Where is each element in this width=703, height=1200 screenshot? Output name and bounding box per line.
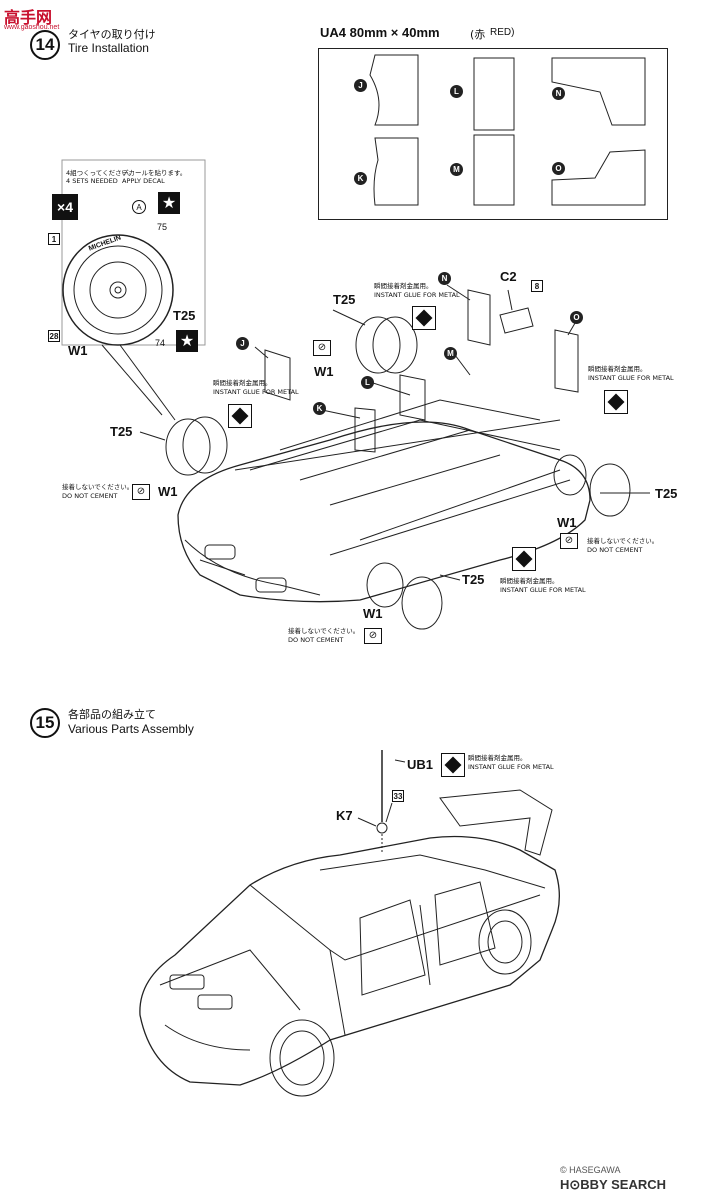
label-t25-front-right: T25	[462, 572, 485, 587]
nocement-jp-front-right: 接着しないでください。	[288, 627, 360, 635]
step-14-title-en: Tire Installation	[68, 41, 149, 55]
decal-letter-k: K	[354, 172, 367, 185]
no-cement-icon: ⊘	[132, 484, 150, 500]
tire-part-28: 28	[48, 330, 60, 342]
step-14-number: 14	[30, 30, 60, 60]
decal-shape-j	[369, 54, 419, 126]
watermark-logo: 高手网	[4, 8, 53, 27]
star-icon: ★	[158, 192, 180, 214]
label-ub1: UB1	[407, 757, 434, 772]
no-cement-icon: ⊘	[364, 628, 382, 644]
glue-note-en-j: INSTANT GLUE FOR METAL	[213, 388, 299, 396]
glue-note-en-n: INSTANT GLUE FOR METAL	[374, 291, 460, 299]
glue-note-en-ub1: INSTANT GLUE FOR METAL	[468, 763, 554, 771]
tire-detail-t25: T25	[173, 308, 196, 323]
decal-shape-m	[473, 134, 515, 206]
tire-decal-en: APPLY DECAL	[122, 177, 165, 185]
label-t25-front-left: T25	[110, 424, 133, 439]
no-cement-icon: ⊘	[560, 533, 578, 549]
glue-icon	[441, 753, 465, 777]
decal-shape-k	[373, 137, 419, 206]
glue-note-jp-o: 瞬間接着剤金属用。	[588, 365, 647, 373]
decal-letter-l: L	[450, 85, 463, 98]
nocement-en-rear-right: DO NOT CEMENT	[587, 546, 643, 554]
decal-letter-m: M	[450, 163, 463, 176]
step-15-title-jp: 各部品の組み立て	[68, 708, 156, 721]
label-w1-rear-left: W1	[314, 364, 334, 379]
tire-decal-jp: デカールを貼ります。	[122, 169, 187, 177]
decal-letter-j: J	[354, 79, 367, 92]
glue-icon	[604, 390, 628, 414]
label-o: O	[570, 311, 583, 324]
label-w1-rear-right: W1	[557, 515, 577, 530]
hobby-search-logo: H⊙BBY SEARCH	[560, 1177, 666, 1192]
label-k7: K7	[336, 808, 353, 823]
decal-letter-n: N	[552, 87, 565, 100]
step-14-title-jp: タイヤの取り付け	[68, 28, 156, 41]
glue-icon	[512, 547, 536, 571]
tire-num-74: 74	[155, 338, 166, 348]
label-t25-rear-right: T25	[655, 486, 678, 501]
glue-note-jp-bottom: 瞬間接着剤金属用。	[500, 577, 559, 585]
glue-icon	[412, 306, 436, 330]
part-a-marker: A	[132, 200, 146, 214]
label-l: L	[361, 376, 374, 389]
nocement-jp-rear-right: 接着しないでください。	[587, 537, 659, 545]
step-15-title-en: Various Parts Assembly	[68, 722, 194, 736]
decal-sheet-title: UA4 80mm × 40mm	[320, 25, 440, 40]
star-icon: ★	[176, 330, 198, 352]
label-part-33: 33	[392, 790, 404, 802]
nocement-en-front-left: DO NOT CEMENT	[62, 492, 118, 500]
label-n: N	[438, 272, 451, 285]
no-cement-icon: ⊘	[313, 340, 331, 356]
decal-shape-l	[473, 57, 515, 131]
label-w1-front-right: W1	[363, 606, 383, 621]
label-k: K	[313, 402, 326, 415]
copyright-text: © HASEGAWA	[560, 1165, 621, 1175]
glue-note-en-o: INSTANT GLUE FOR METAL	[588, 374, 674, 382]
label-t25-rear-left: T25	[333, 292, 356, 307]
glue-note-en-bottom: INSTANT GLUE FOR METAL	[500, 586, 586, 594]
label-c2: C2	[500, 269, 517, 284]
glue-note-jp-ub1: 瞬間接着剤金属用。	[468, 754, 527, 762]
tire-sets-jp: 4組つくってください。	[66, 169, 135, 177]
tire-num-75: 75	[157, 222, 168, 232]
decal-letter-o: O	[552, 162, 565, 175]
label-w1-front-left: W1	[158, 484, 178, 499]
quantity-badge: ×4	[52, 194, 78, 220]
glue-note-jp-n: 瞬間接着剤金属用。	[374, 282, 433, 290]
nocement-jp-front-left: 接着しないでください。	[62, 483, 134, 491]
decal-sheet-panel	[318, 48, 668, 220]
tire-detail-w1: W1	[68, 343, 88, 358]
decal-color-en: RED)	[490, 27, 515, 38]
glue-icon	[228, 404, 252, 428]
label-m: M	[444, 347, 457, 360]
decal-shape-n	[551, 57, 646, 126]
label-part-8: 8	[531, 280, 543, 292]
step-15-number: 15	[30, 708, 60, 738]
watermark-url: www.gaoshou.net	[4, 24, 60, 31]
glue-note-jp-j: 瞬間接着剤金属用。	[213, 379, 272, 387]
decal-shape-o	[551, 149, 646, 206]
nocement-en-front-right: DO NOT CEMENT	[288, 636, 344, 644]
decal-color-jp: (赤	[470, 28, 486, 41]
tire-sets-en: 4 SETS NEEDED	[66, 177, 118, 185]
tire-part-1: 1	[48, 233, 60, 245]
label-j: J	[236, 337, 249, 350]
